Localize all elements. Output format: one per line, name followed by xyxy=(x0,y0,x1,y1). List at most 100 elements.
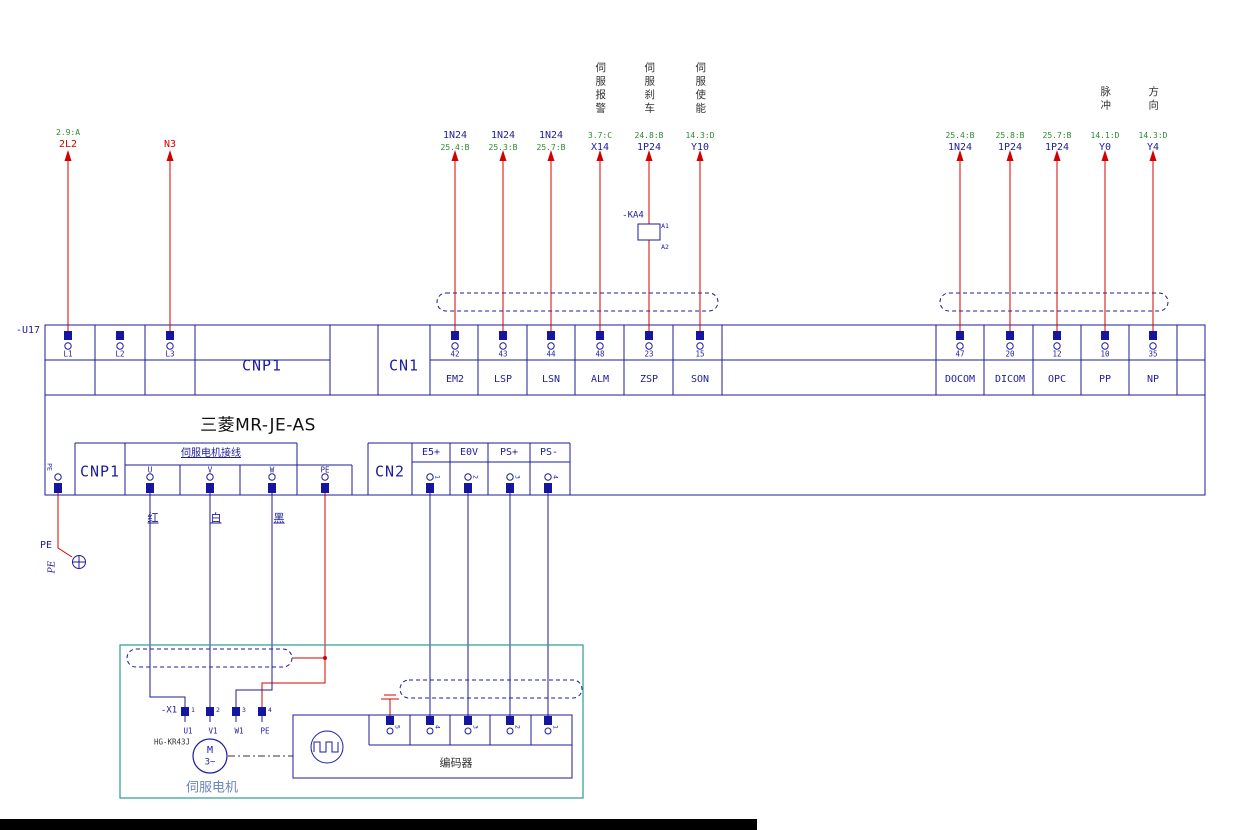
cn2-pin-number: 1 xyxy=(433,475,442,479)
motor-cnp1-label: CNP1 xyxy=(79,462,121,481)
relay-tag: -KA4 xyxy=(622,210,644,221)
ground-symbol-label: PE xyxy=(47,560,58,574)
signal-function-label: 伺服刹车 xyxy=(643,62,656,116)
signal-name-label: ALM xyxy=(590,374,610,385)
wire-net-label: 1P24 xyxy=(997,142,1023,153)
wire-xref: 3.7:C xyxy=(587,131,613,140)
connector-cn2-label: CN2 xyxy=(374,462,406,481)
motor-pin-number: 1 xyxy=(191,705,195,714)
main-drive-outline xyxy=(44,324,1206,496)
encoder-pin-number: 3 xyxy=(471,725,480,729)
wire-arrow-icons xyxy=(64,150,1157,161)
bottom-terminal-pin-icons xyxy=(54,473,552,493)
wire-xref: 14.3:D xyxy=(1138,131,1168,140)
servo-motor-box xyxy=(119,644,584,799)
cn2-channel-label: PS+ xyxy=(499,447,519,458)
terminal-pin-label: 44 xyxy=(546,349,556,359)
terminal-pin-label: 20 xyxy=(1005,349,1015,359)
cn2-pin-number: 4 xyxy=(551,475,560,479)
wire-net-label: 1P24 xyxy=(1044,142,1070,153)
signal-function-label: 伺服报警 xyxy=(594,62,607,116)
signal-name-label: SON xyxy=(690,374,710,385)
motor-connector-pins xyxy=(181,707,266,716)
cable-shield-right xyxy=(939,292,1169,312)
wire-xref: 24.8:B xyxy=(634,131,664,140)
wire-net-label: 2L2 xyxy=(58,139,78,150)
wire-net-label: N3 xyxy=(163,139,177,150)
wire-color-label: 红 xyxy=(147,511,159,525)
terminal-pin-label: 48 xyxy=(595,349,605,359)
encoder-pin-number: 1 xyxy=(551,725,560,729)
motor-terminal-label: U xyxy=(147,465,153,475)
signal-name-label: ZSP xyxy=(639,374,659,385)
encoder-box xyxy=(292,714,573,779)
motor-symbol-text: M xyxy=(206,745,214,756)
motor-pin-label: W1 xyxy=(234,726,244,736)
encoder-pulse-icon xyxy=(310,730,344,764)
motor-model-label: HG-KR43J xyxy=(153,737,191,747)
motor-encoder-wires xyxy=(149,493,549,722)
wire-net-label: Y10 xyxy=(690,142,710,153)
signal-name-label: DICOM xyxy=(994,374,1026,385)
signal-wires-red xyxy=(57,161,1154,716)
terminal-pin-label: L1 xyxy=(63,349,73,359)
terminal-pin-label: L2 xyxy=(115,349,125,359)
encoder-cable-shield xyxy=(399,679,583,699)
motor-pin-number: 3 xyxy=(242,705,246,714)
wire-net-label: Y0 xyxy=(1098,142,1112,153)
motor-pin-number: 2 xyxy=(216,705,220,714)
earth-ground-icon xyxy=(72,555,86,569)
wire-color-label: 黑 xyxy=(273,511,285,525)
signal-name-label: OPC xyxy=(1047,374,1067,385)
motor-pin-label: U1 xyxy=(183,726,193,736)
motor-pin-number: 4 xyxy=(268,705,272,714)
ground-label: PE xyxy=(39,540,53,551)
terminal-pin-label: 43 xyxy=(498,349,508,359)
cable-shield-left xyxy=(436,292,719,312)
wire-xref: 14.3:D xyxy=(685,131,715,140)
signal-name-label: DOCOM xyxy=(944,374,976,385)
relay-coil-icon xyxy=(637,223,661,241)
signal-name-label: NP xyxy=(1146,374,1160,385)
terminal-pin-label: 15 xyxy=(695,349,705,359)
lower-connector-grid xyxy=(74,442,571,495)
motor-terminal-label: V xyxy=(207,465,213,475)
wire-net-label: 1P24 xyxy=(636,142,662,153)
connector-cn1-label: CN1 xyxy=(388,356,420,375)
wire-net-label: 1N24 xyxy=(538,130,564,141)
wire-xref: 25.4:B xyxy=(945,131,975,140)
signal-name-label: LSP xyxy=(493,374,513,385)
wire-junction-dot xyxy=(323,656,327,660)
wire-net-label: 1N24 xyxy=(490,130,516,141)
cn2-channel-label: PS- xyxy=(539,447,559,458)
signal-function-label: 脉冲 xyxy=(1099,86,1112,113)
motor-terminal-label: PE xyxy=(45,463,54,471)
wire-xref: 14.1:D xyxy=(1090,131,1120,140)
cn2-channel-label: E0V xyxy=(459,447,479,458)
motor-symbol-text: 3~ xyxy=(204,757,216,768)
cn2-pin-number: 3 xyxy=(513,475,522,479)
motor-pin-label: V1 xyxy=(208,726,218,736)
relay-terminal-a1: A1 xyxy=(661,221,669,230)
signal-name-label: LSN xyxy=(541,374,561,385)
cn2-channel-label: E5+ xyxy=(421,447,441,458)
wire-net-label: 1N24 xyxy=(442,130,468,141)
drive-tag: -U17 xyxy=(15,325,41,336)
terminal-pin-label: L3 xyxy=(165,349,175,359)
terminal-pin-label: 23 xyxy=(644,349,654,359)
motor-connector-tag: -X1 xyxy=(160,705,178,716)
motor-symbol-icon xyxy=(192,738,228,774)
encoder-pin-number: 4 xyxy=(433,725,442,729)
wire-net-label: 1N24 xyxy=(947,142,973,153)
wire-xref: 25.4:B xyxy=(440,143,470,152)
signal-name-label: PP xyxy=(1098,374,1112,385)
signal-name-label: EM2 xyxy=(445,374,465,385)
motor-terminal-label: PE xyxy=(320,465,330,475)
relay-terminal-a2: A2 xyxy=(661,242,669,251)
wire-xref: 25.3:B xyxy=(488,143,518,152)
top-terminal-pin-icons xyxy=(64,331,1157,350)
terminal-pin-label: 42 xyxy=(450,349,460,359)
drive-model-title: 三菱MR-JE-AS xyxy=(200,415,316,436)
